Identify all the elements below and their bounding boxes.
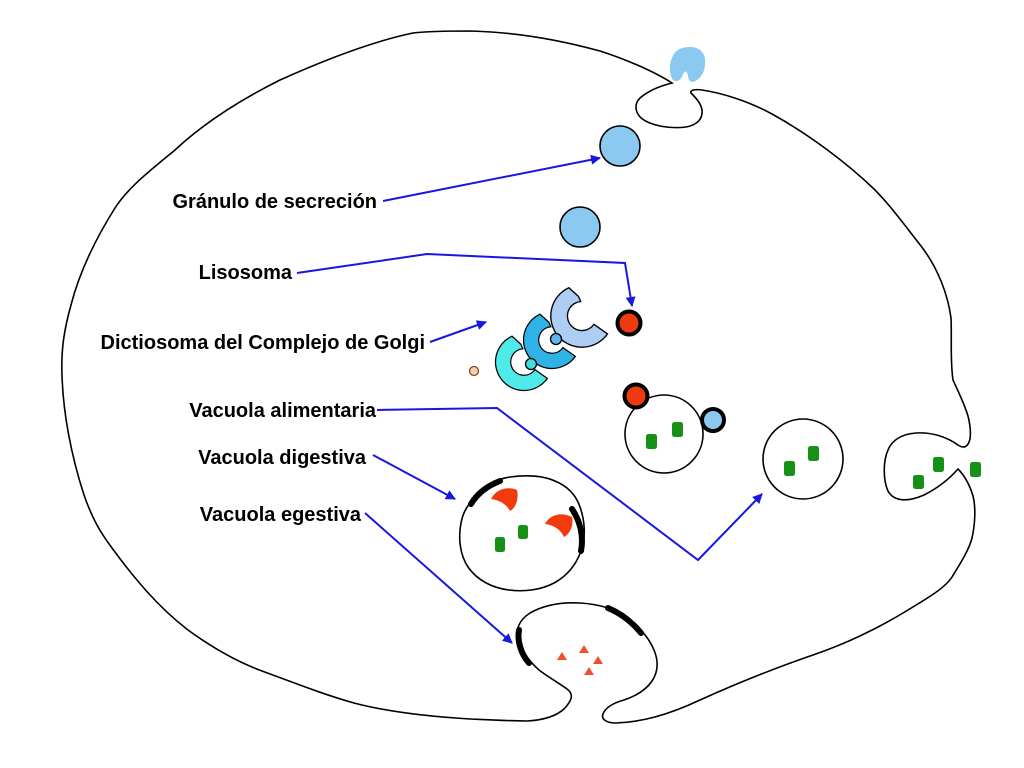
pointer-vacuola-alimentaria [376,406,763,562]
label-vacuola-egestiva: Vacuola egestiva [200,504,362,526]
digestive-vacuole-outline [458,475,586,592]
label-vacuola-alimentaria: Vacuola alimentaria [189,400,377,422]
food-particle [646,434,657,449]
pointer-lisosoma [296,252,636,307]
golgi-vesicle-cyan [524,357,538,371]
food-particle [784,461,795,476]
label-granulo-de-secrecion: Gránulo de secreción [172,191,377,213]
label-lisosoma: Lisosoma [199,262,293,284]
digested-material [545,514,573,537]
waste-particle [593,656,603,664]
waste-particle [579,645,589,653]
waste-particle [584,667,594,675]
egestive-vacuole [515,605,644,675]
membrane-fusion-arc [515,627,532,666]
golgi-dictyosome [494,287,609,392]
waste-particle [557,652,567,660]
food-particle [933,457,944,472]
secretion-granule-2 [559,206,601,248]
food-vacuole-1 [624,394,704,474]
pointer-dictiosoma [429,320,487,343]
label-vacuola-digestiva: Vacuola digestiva [198,447,367,469]
food-particle [913,475,924,489]
pointer-vacuola-digestiva [372,454,456,500]
food-particle [518,525,528,539]
label-dictiosoma: Dictiosoma del Complejo de Golgi [101,332,425,354]
membrane-fusion-arc [468,478,503,507]
food-particle [808,446,819,461]
food-particle [970,462,981,477]
food-vacuole-2 [762,418,844,500]
pointer-granulo-de-secrecion [382,154,601,202]
digested-material [491,488,518,511]
membrane-fusion-arc [605,605,644,636]
granule-fusing-blue [700,407,726,433]
secreted-material-blob [670,47,706,82]
secretion-granule-1 [599,125,641,167]
transport-vesicle-peach [468,365,480,377]
digestive-vacuole [458,475,586,592]
cell-membrane [61,30,976,724]
food-particle [672,422,683,437]
golgi-vesicle-blue [549,332,563,346]
membrane-fusion-arc [569,506,585,554]
pointer-vacuola-egestiva [364,512,513,644]
food-particle [495,537,505,552]
lysosome-2-fusing [622,382,650,410]
lysosome-1 [615,309,643,337]
